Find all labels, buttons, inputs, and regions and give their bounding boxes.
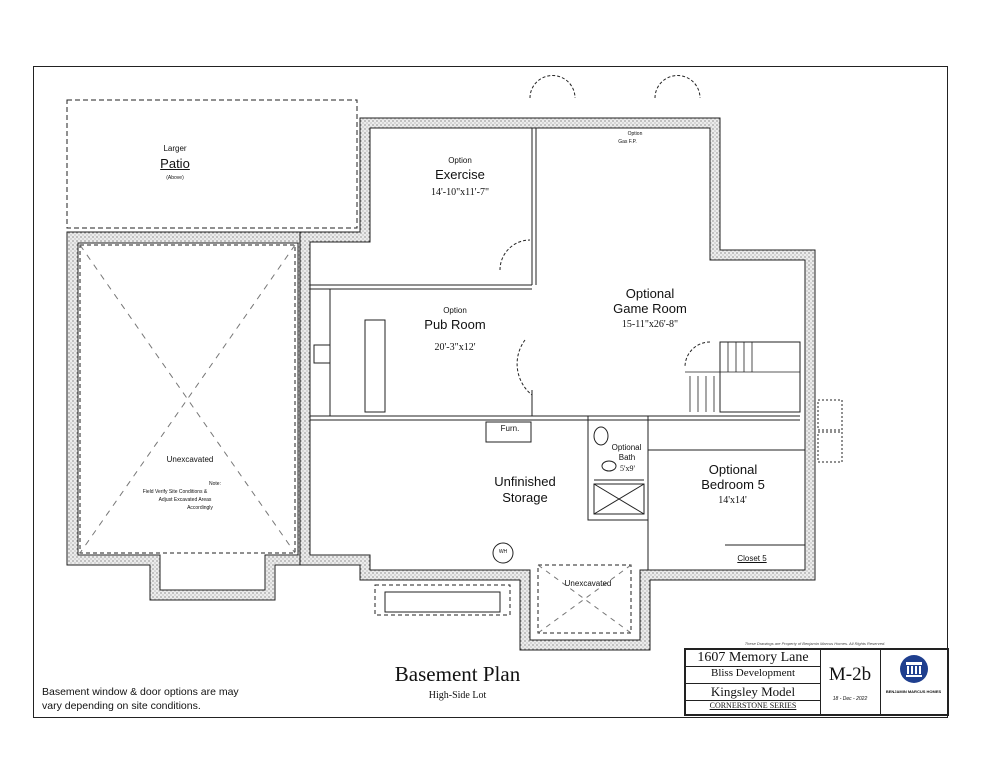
- footnote-line1: Basement window & door options are may: [42, 686, 239, 698]
- exercise-option: Option: [448, 156, 472, 165]
- fireplace-label: Gas F.P.: [618, 139, 637, 145]
- closet-label: Closet 5: [737, 554, 767, 563]
- game-size: 15-11"x26'-8": [621, 319, 679, 330]
- tb-series: CORNERSTONE SERIES: [709, 701, 797, 710]
- exercise-label: Exercise: [435, 167, 485, 182]
- copyright-note: These Drawings are Property of Benjamin …: [744, 641, 886, 646]
- tb-date: 18 - Dec - 2022: [832, 696, 868, 702]
- unexcavated-left-label: Unexcavated: [166, 455, 214, 464]
- bedroom-size: 14'x14': [718, 495, 747, 506]
- bath-label: Bath: [618, 453, 636, 462]
- footnote-line2: vary depending on site conditions.: [42, 700, 201, 712]
- bath-optional: Optional: [611, 443, 642, 452]
- patio-label-larger: Larger: [163, 144, 187, 153]
- patio-label-above: (Above): [166, 175, 184, 181]
- pub-label: Pub Room: [424, 317, 486, 332]
- furnace: [485, 421, 532, 443]
- fireplace-option: Option: [627, 131, 643, 137]
- water-heater: [492, 542, 514, 564]
- bath-walls: [587, 415, 649, 521]
- plan-title: Basement Plan: [394, 662, 521, 686]
- tb-developer: Bliss Development: [686, 667, 820, 684]
- pub-option: Option: [443, 306, 467, 315]
- tb-sheet: M-2b: [828, 664, 872, 685]
- exercise-size: 14'-10"x11'-7": [430, 187, 490, 198]
- game-label: Game Room: [613, 301, 687, 316]
- patio-outline: [66, 99, 358, 229]
- stairs: [719, 341, 801, 413]
- note-line1: Note:: [209, 481, 221, 487]
- patio-label: Patio: [160, 156, 190, 171]
- furnace-label: Furn.: [500, 424, 520, 433]
- unexcavated-bottom-label: Unexcavated: [564, 579, 612, 588]
- bedroom-optional: Optional: [708, 462, 758, 477]
- tb-model: Kingsley Model: [686, 684, 820, 701]
- builder-logo-icon: [899, 655, 928, 683]
- game-optional: Optional: [625, 286, 675, 301]
- note-line2: Field Verify Site Conditions &: [142, 489, 208, 495]
- pub-size: 20'-3"x12': [434, 342, 476, 353]
- water-heater-label: WH: [498, 549, 508, 555]
- bedroom-label: Bedroom 5: [701, 477, 765, 492]
- title-block: 1607 Memory Lane Bliss Development Kings…: [684, 648, 949, 716]
- note-line3: Adjust Excavated Areas: [158, 497, 212, 503]
- storage-label-1: Unfinished: [494, 474, 556, 489]
- bath-size: 5'x9': [620, 464, 635, 473]
- storage-label-2: Storage: [502, 490, 548, 505]
- tb-address: 1607 Memory Lane: [686, 650, 820, 667]
- plan-subtitle: High-Side Lot: [428, 690, 487, 701]
- note-line4: Accordingly: [187, 505, 213, 511]
- tb-brand: BENJAMIN MARCUS HOMES: [885, 689, 942, 694]
- drawing-border: [33, 66, 948, 718]
